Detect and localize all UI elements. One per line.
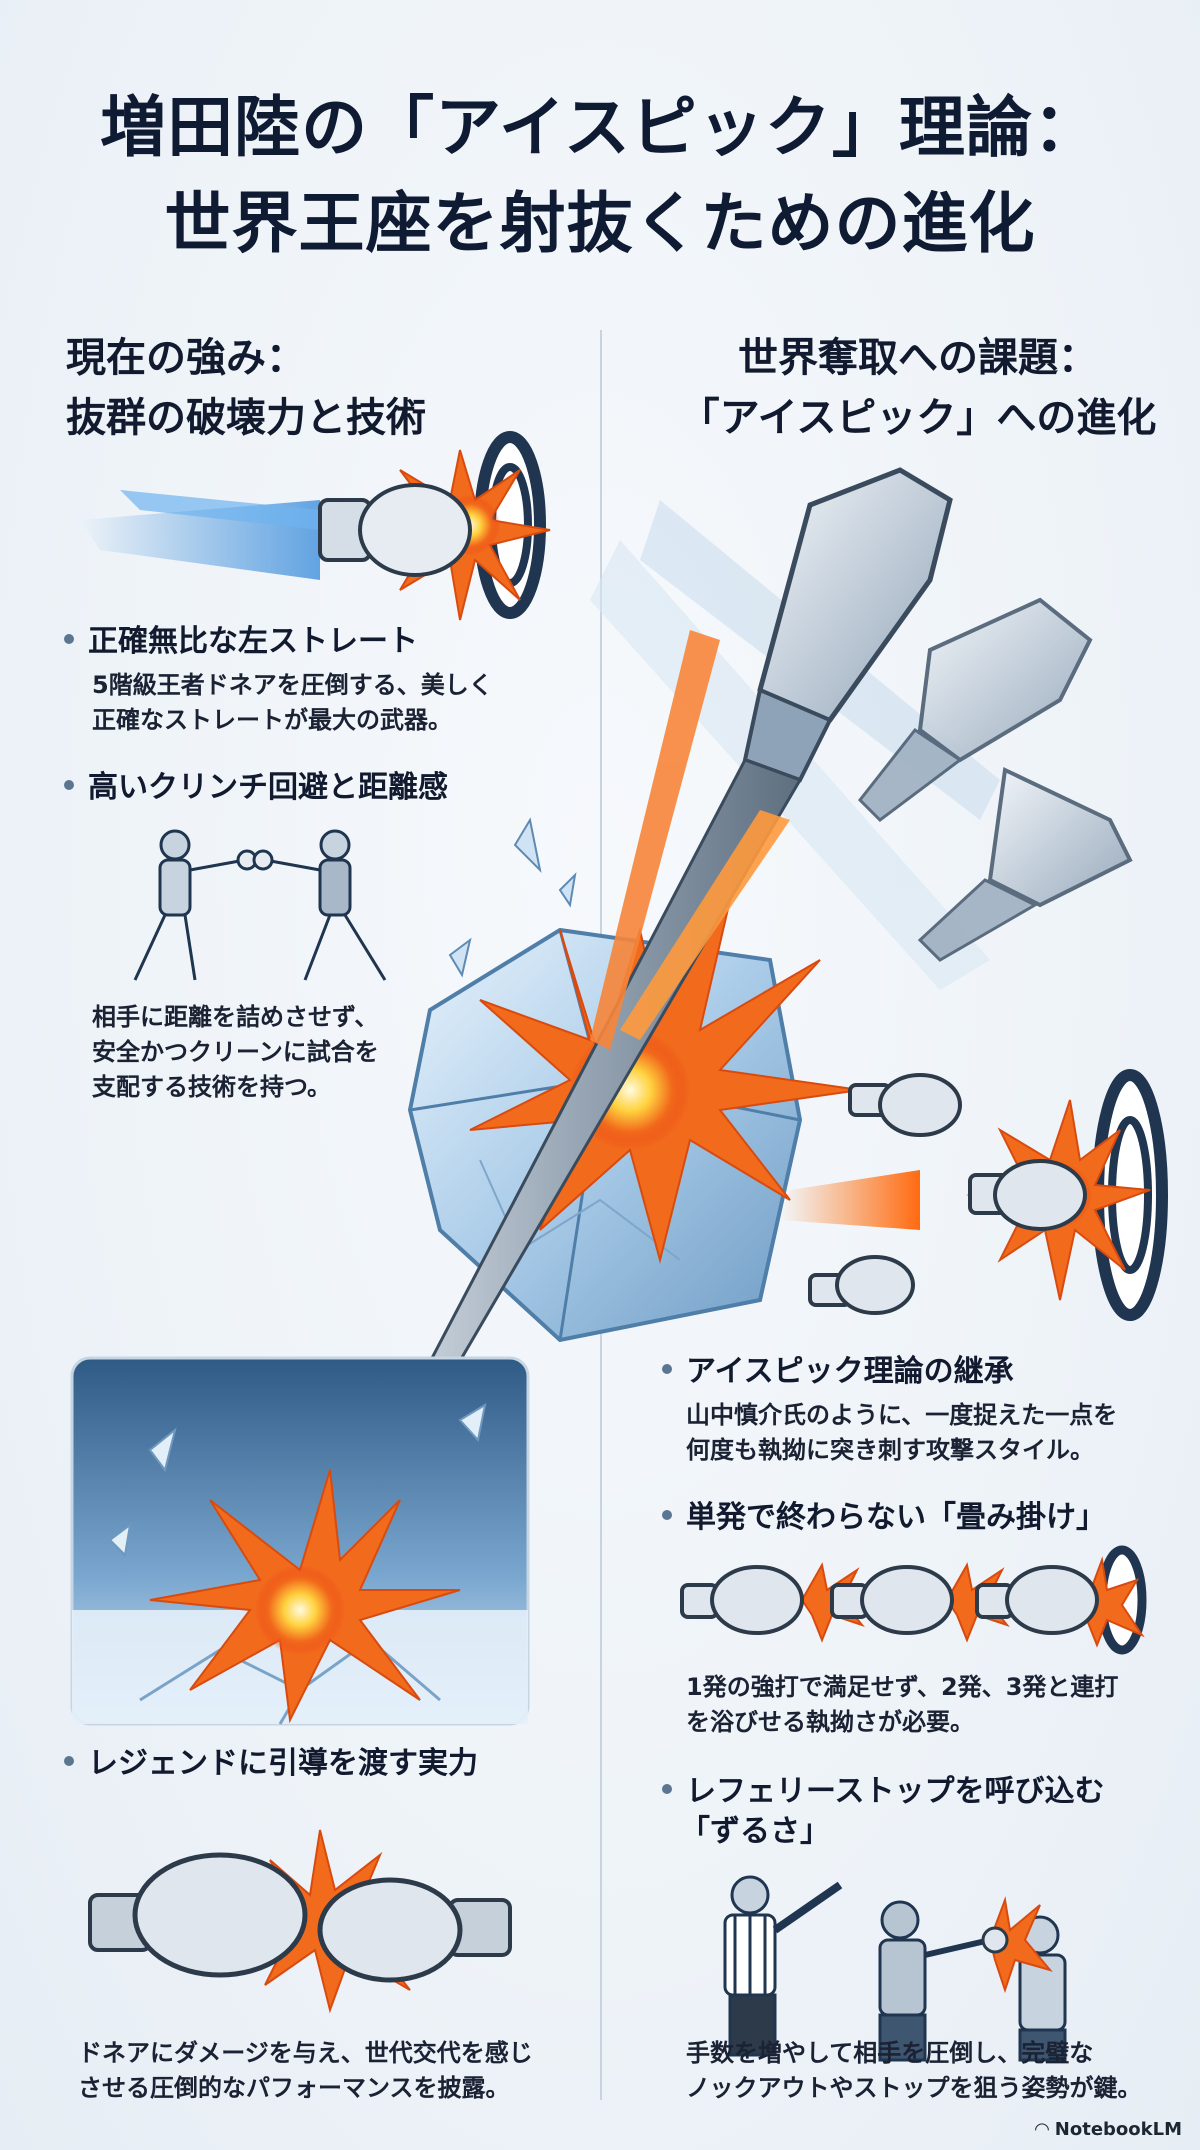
right-point-1-title: アイスピック理論の継承 [662,1352,1014,1392]
right-point-3-desc-line-1: 手数を増やして相手を圧倒し、完璧な [686,2039,1094,2067]
combination-punches-illustration [680,1545,1147,1655]
right-point-3-title-line-2: 「ずるさ」 [680,1814,830,1849]
left-point-1-desc-line-2: 正確なストレートが最大の武器。 [92,706,452,734]
left-point-1-desc-line-1: 5階級王者ドネアを圧倒する、美しく [92,671,493,699]
left-point-2-desc: 相手に距離を詰めさせず、 安全かつクリーンに試合を 支配する技術を持つ。 [92,1000,379,1105]
right-point-2-title-text: 単発で終わらない「畳み掛け」 [686,1500,1106,1535]
bullet-dot [64,1755,74,1766]
ice-floor-panel [70,1356,530,1726]
right-point-1-desc-line-1: 山中慎介氏のように、一度捉えた一点を [686,1401,1118,1429]
right-point-1-desc: 山中慎介氏のように、一度捉えた一点を 何度も執拗に突き刺す攻撃スタイル。 [686,1398,1117,1468]
left-point-1-title: 正確無比な左ストレート [64,622,418,662]
right-point-3-desc-line-2: ノックアウトやストップを狙う姿勢が鍵。 [686,2074,1142,2102]
right-point-2-desc-line-1: 1発の強打で満足せず、2発、3発と連打 [686,1673,1119,1701]
left-point-2-desc-line-3: 支配する技術を持つ。 [92,1073,332,1101]
boxers-distance-illustration [133,829,387,981]
right-column-heading: 世界奪取への課題： 「アイスピック」への進化 [668,328,1168,448]
right-heading-line-1: 世界奪取への課題： [738,335,1098,381]
left-point-3-desc-line-1: ドネアにダメージを与え、世代交代を感じ [78,2039,533,2067]
left-point-3-desc: ドネアにダメージを与え、世代交代を感じ させる圧倒的なパフォーマンスを披露。 [78,2036,533,2106]
brand-label: NotebookLM [1054,2119,1182,2140]
title-line-1: 増田陸の「アイスピック」理論： [100,89,1100,166]
referee-stop-illustration [723,1875,1067,2062]
right-point-3-desc: 手数を増やして相手を圧倒し、完璧な ノックアウトやストップを狙う姿勢が鍵。 [686,2036,1142,2106]
notebooklm-brand: ◠NotebookLM [1035,2119,1182,2140]
right-heading-line-2: 「アイスピック」への進化 [679,395,1157,441]
combo-gloves-target-illustration [780,1069,1168,1321]
left-point-3-title-text: レジェンドに引導を渡す実力 [88,1746,478,1781]
right-point-2-title: 単発で終わらない「畳み掛け」 [662,1498,1106,1538]
glove-target-illustration [80,431,551,621]
page-title: 増田陸の「アイスピック」理論： 世界王座を射抜くための進化 [0,80,1200,272]
left-point-2-title-text: 高いクリンチ回避と距離感 [88,770,448,805]
left-point-3-title: レジェンドに引導を渡す実力 [64,1744,478,1784]
gloves-clash-illustration [88,1829,512,2014]
bullet-dot [64,633,74,644]
bullet-dot [64,779,74,790]
left-point-2-desc-line-1: 相手に距離を詰めさせず、 [92,1003,379,1031]
left-heading-line-2: 抜群の破壊力と技術 [66,395,426,441]
bullet-dot [662,1509,672,1520]
right-point-1-title-text: アイスピック理論の継承 [686,1354,1014,1389]
notebooklm-logo-icon: ◠ [1034,2119,1049,2140]
bullet-dot [662,1363,672,1374]
title-line-2: 世界王座を射抜くための進化 [164,185,1036,262]
right-point-2-desc-line-2: を浴びせる執拗さが必要。 [686,1708,974,1736]
right-point-1-desc-line-2: 何度も執拗に突き刺す攻撃スタイル。 [686,1436,1094,1464]
left-point-2-desc-line-2: 安全かつクリーンに試合を [92,1038,379,1066]
left-column-heading: 現在の強み： 抜群の破壊力と技術 [66,328,426,448]
right-point-3-title: レフェリーストップを呼び込む 「ずるさ」 [662,1772,1105,1852]
left-point-2-title: 高いクリンチ回避と距離感 [64,768,448,808]
right-point-2-desc: 1発の強打で満足せず、2発、3発と連打 を浴びせる執拗さが必要。 [686,1670,1118,1740]
bullet-dot [662,1783,672,1794]
right-point-3-title-line-1: レフェリーストップを呼び込む [686,1774,1105,1809]
left-point-1-desc: 5階級王者ドネアを圧倒する、美しく 正確なストレートが最大の武器。 [92,668,493,738]
left-heading-line-1: 現在の強み： [66,335,306,381]
left-point-3-desc-line-2: させる圧倒的なパフォーマンスを披露。 [78,2074,510,2102]
left-point-1-title-text: 正確無比な左ストレート [88,624,418,659]
